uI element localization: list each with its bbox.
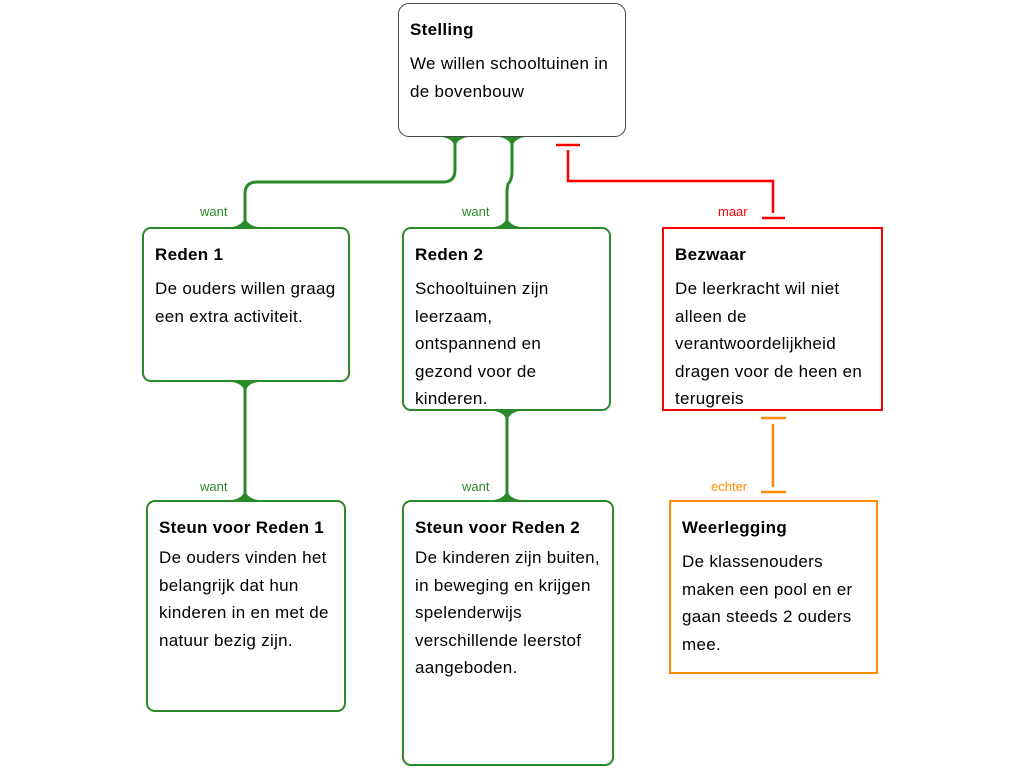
node-title: Bezwaar [675, 245, 747, 264]
node-title: Reden 1 [155, 245, 224, 264]
link-label-maar: maar [718, 204, 748, 219]
node-bezwaar[interactable]: Bezwaar De leerkracht wil niet alleen de… [662, 227, 883, 411]
node-body: We willen schooltuinen in de bovenbouw [410, 54, 609, 101]
node-steun-reden-1[interactable]: Steun voor Reden 1 De ouders vinden het … [146, 500, 346, 712]
connector-weerlegging [761, 416, 786, 494]
node-body: De ouders vinden het belangrijk dat hun … [159, 548, 329, 650]
node-body: De kinderen zijn buiten, in beweging en … [415, 548, 600, 677]
node-weerlegging[interactable]: Weerlegging De klassenouders maken een p… [669, 500, 878, 674]
node-body: De klassenouders maken een pool en er ga… [682, 552, 853, 654]
node-reden-1[interactable]: Reden 1 De ouders willen graag een extra… [142, 227, 350, 382]
node-title: Reden 2 [415, 245, 484, 264]
node-title: Steun voor Reden 1 [159, 518, 325, 537]
node-steun-reden-2[interactable]: Steun voor Reden 2 De kinderen zijn buit… [402, 500, 614, 766]
node-title: Steun voor Reden 2 [415, 518, 581, 537]
node-reden-2[interactable]: Reden 2 Schooltuinen zijn leerzaam, onts… [402, 227, 611, 411]
connector-reden2 [505, 137, 514, 227]
link-label-want: want [200, 479, 228, 494]
link-label-want: want [462, 479, 490, 494]
node-title: Stelling [410, 20, 474, 39]
node-body: Schooltuinen zijn leerzaam, ontspannend … [415, 279, 549, 408]
connector-reden1 [243, 137, 457, 227]
link-label-want: want [200, 204, 228, 219]
node-stelling[interactable]: Stelling We willen schooltuinen in de bo… [398, 3, 626, 137]
node-body: De leerkracht wil niet alleen de verantw… [675, 279, 863, 408]
connector-bezwaar [556, 143, 785, 220]
link-label-want: want [462, 204, 490, 219]
node-title: Weerlegging [682, 518, 788, 537]
node-body: De ouders willen graag een extra activit… [155, 279, 336, 326]
link-label-echter: echter [711, 479, 748, 494]
